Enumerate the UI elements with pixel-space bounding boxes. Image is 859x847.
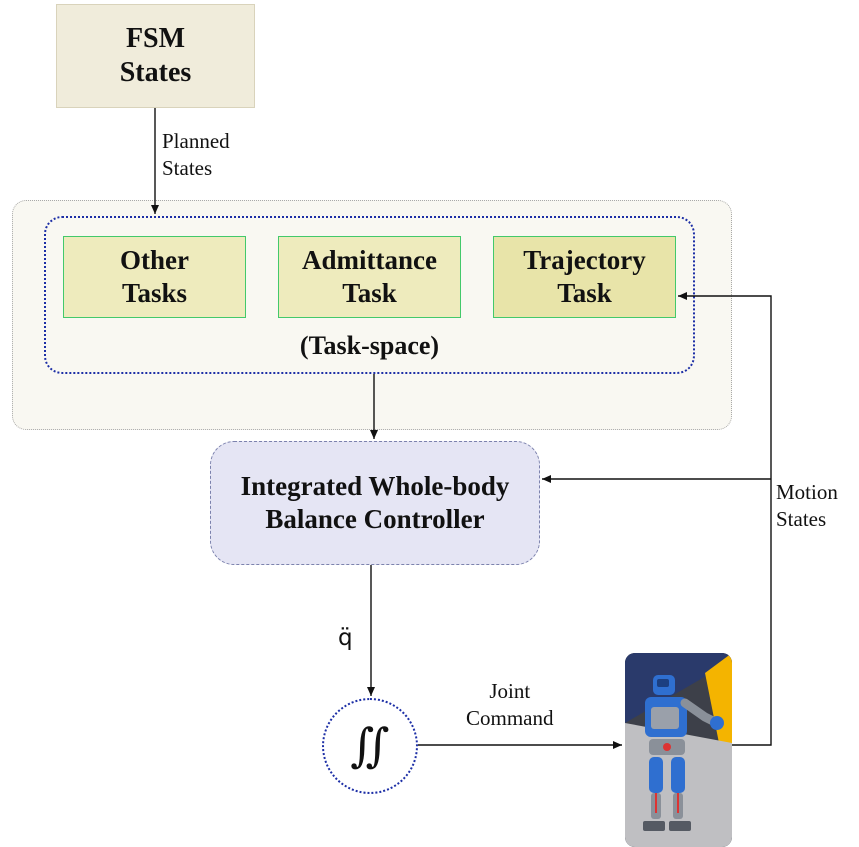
joint-command-line1: Joint [489,679,531,703]
motion-states-line2: States [776,507,827,532]
trajectory-task-line2: Task [557,278,612,308]
planned-states-line2: States [162,156,213,181]
joint-command-line2: Command [466,706,554,731]
other-tasks-line2: Tasks [121,278,188,308]
integrator-node: ∬ [322,698,418,794]
robot-illustration [625,653,732,847]
controller-line2: Balance Controller [265,504,485,534]
trajectory-task-box: Trajectory Task [493,236,676,318]
balance-controller-box: Integrated Whole-body Balance Controller [210,441,540,565]
trajectory-task-line1: Trajectory [523,245,646,276]
admittance-task-box: Admittance Task [278,236,461,318]
admittance-task-line2: Task [342,278,397,308]
planned-states-label: Planned States [162,128,230,183]
fsm-label-line2: States [119,57,192,88]
planned-states-line1: Planned [162,129,230,153]
motion-states-label: Motion States [776,479,838,534]
qddot-label: q̈ [338,625,353,651]
task-space-label: (Task-space) [299,331,440,360]
fsm-states-box: FSM States [56,4,255,108]
admittance-task-line1: Admittance [302,245,437,276]
joint-command-label: Joint Command [466,678,554,733]
other-tasks-line1: Other [120,245,189,276]
integrator-symbol: ∬ [350,719,390,771]
motion-states-line1: Motion [776,480,838,504]
motion-states-to-trajectory-arrow [678,292,772,746]
fsm-label-line1: FSM [125,22,186,54]
other-tasks-box: Other Tasks [63,236,246,318]
humanoid-robot-image [625,653,732,847]
controller-line1: Integrated Whole-body [240,471,510,502]
